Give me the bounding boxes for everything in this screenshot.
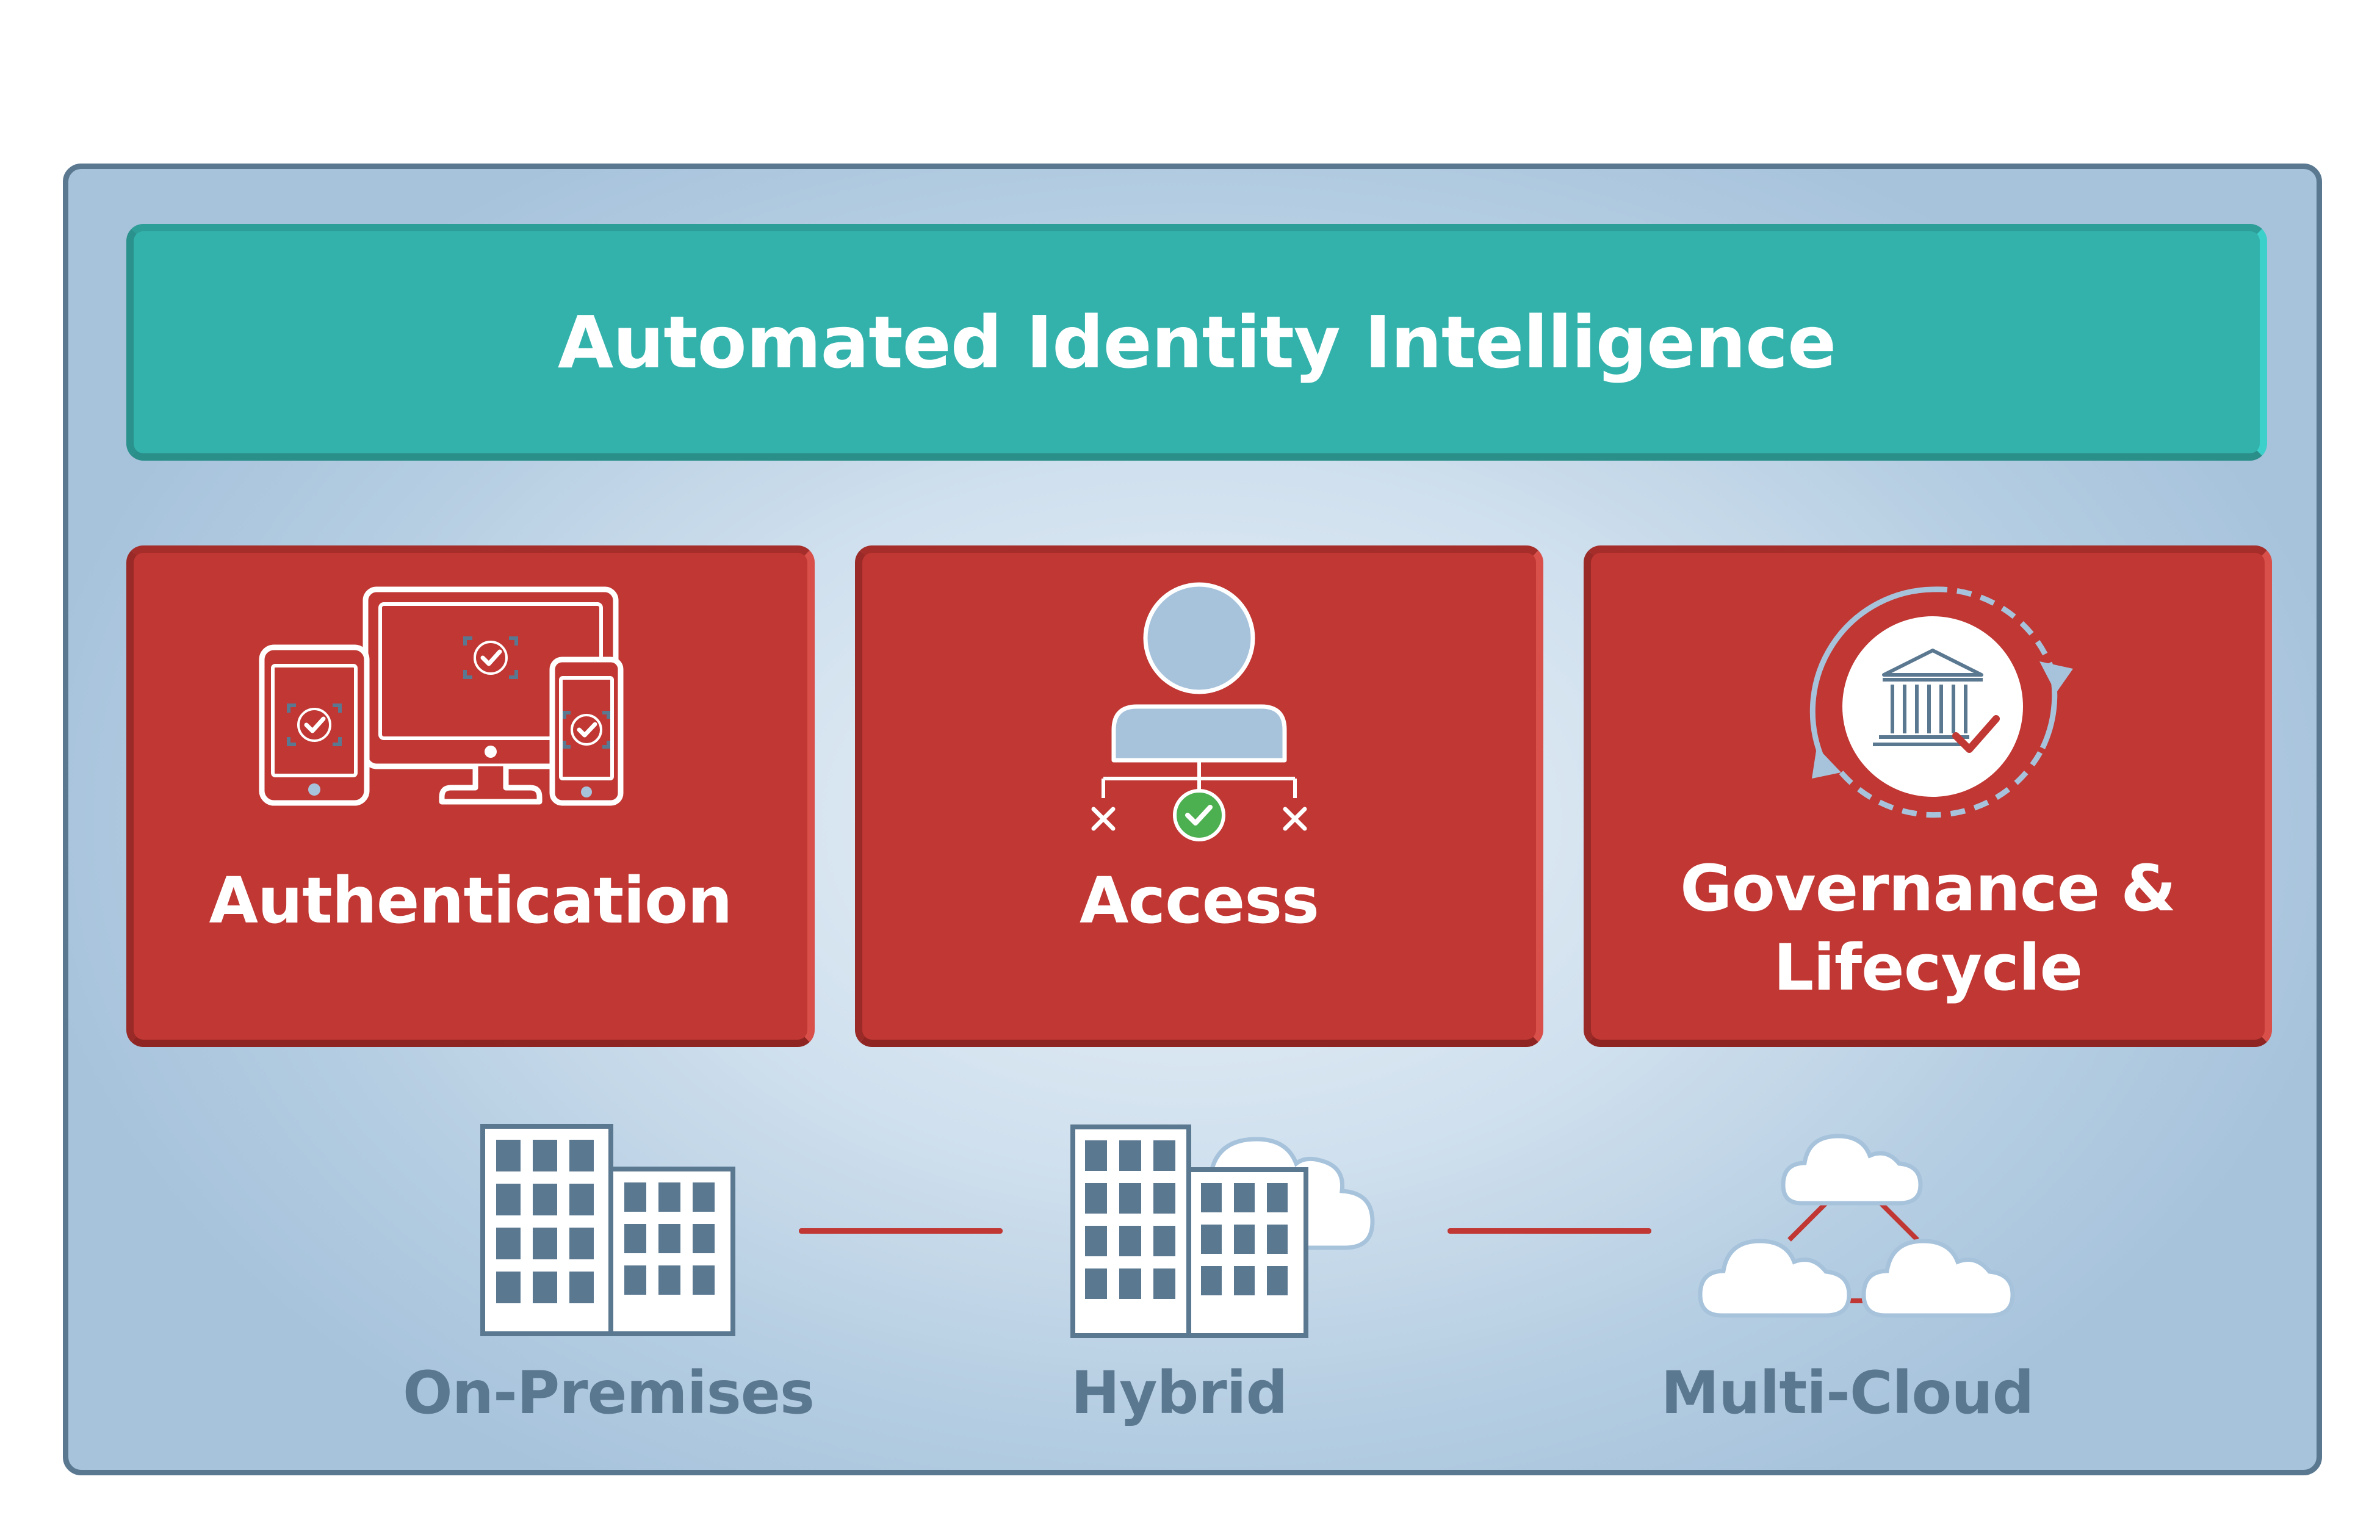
access-card: Access bbox=[855, 545, 1543, 1047]
connector-hybrid-multicloud bbox=[1448, 1228, 1651, 1234]
buildings-cloud-icon bbox=[1070, 1124, 1375, 1338]
connector-onprem-hybrid bbox=[799, 1228, 1003, 1234]
hybrid-label: Hybrid bbox=[1070, 1359, 1288, 1427]
institution-icon bbox=[1873, 649, 1983, 746]
authentication-card: Authentication bbox=[126, 545, 815, 1047]
multicloud-label: Multi-Cloud bbox=[1661, 1359, 2035, 1427]
deny-right-icon bbox=[1283, 807, 1307, 831]
check-badge-monitor bbox=[463, 636, 518, 679]
governance-card: Governance & Lifecycle bbox=[1584, 545, 2272, 1047]
cloud-top bbox=[1781, 1134, 1923, 1206]
onprem-label: On-Premises bbox=[403, 1359, 815, 1427]
identity-platform-panel: Automated Identity Intelligence bbox=[63, 164, 2322, 1475]
cloud-left bbox=[1698, 1239, 1852, 1318]
cloud-network-icon bbox=[1698, 1134, 2015, 1318]
intelligence-banner: Automated Identity Intelligence bbox=[126, 224, 2267, 461]
authentication-label: Authentication bbox=[209, 863, 733, 938]
governance-lifecycle-icon bbox=[1809, 586, 2073, 818]
user-access-tree-icon bbox=[1091, 582, 1307, 841]
governance-label-line1: Governance & bbox=[1680, 851, 2176, 926]
cloud-right bbox=[1861, 1239, 2015, 1318]
check-badge-phone bbox=[563, 711, 610, 749]
access-label: Access bbox=[1079, 863, 1319, 938]
banner-title: Automated Identity Intelligence bbox=[557, 300, 1836, 384]
buildings-icon bbox=[480, 1124, 735, 1336]
governance-label-line2: Lifecycle bbox=[1773, 930, 2083, 1005]
deny-left-icon bbox=[1091, 807, 1116, 831]
allow-check-icon bbox=[1173, 789, 1225, 841]
multi-device-check-icon bbox=[259, 586, 624, 806]
check-badge-tablet bbox=[287, 703, 342, 746]
